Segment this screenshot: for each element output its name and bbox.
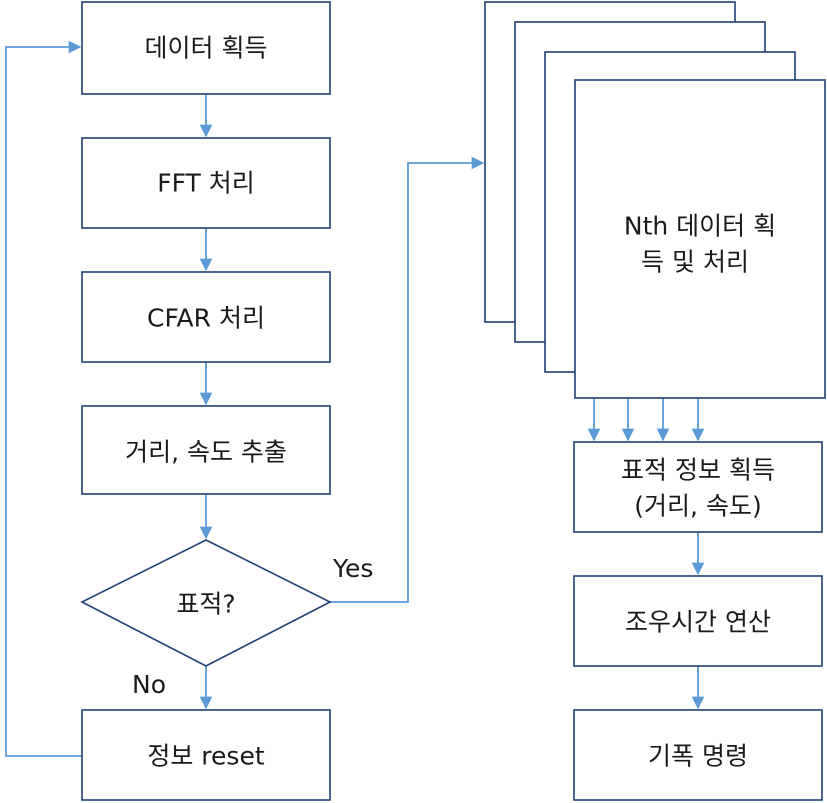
nth-processing-stack: Nth 데이터 획 득 및 처리 (484, 1, 826, 399)
node-acquire-label: 데이터 획득 (145, 34, 268, 63)
node-fft-label: FFT 처리 (157, 169, 255, 198)
node-nth-box (574, 79, 826, 399)
node-reset-box (81, 709, 331, 801)
arrow-reset-loop-back (5, 40, 82, 757)
node-nth-label-line2: 득 및 처리 (641, 248, 749, 277)
node-extract-box (81, 405, 331, 495)
node-fire-label: 기폭 명령 (648, 742, 748, 771)
node-extract-label: 거리, 속도 추출 (125, 438, 287, 467)
node-nth-label-line1: Nth 데이터 획 (624, 212, 776, 241)
connectors (5, 40, 705, 757)
node-target-box (573, 441, 823, 533)
node-target-label-line2: (거리, 속도) (634, 492, 761, 521)
node-cfar-box (81, 271, 331, 363)
node-target-label-line1: 표적 정보 획득 (621, 456, 775, 485)
node-tof-box (573, 575, 823, 667)
node-decision-label: 표적? (176, 590, 235, 619)
node-fft-box (81, 137, 331, 229)
edge-label-no: No (132, 670, 166, 699)
arrow-decision-yes (330, 156, 485, 603)
node-fire-box (573, 709, 823, 801)
node-cfar-label: CFAR 처리 (147, 304, 265, 333)
node-acquire-box (81, 1, 331, 95)
edge-label-yes: Yes (332, 554, 373, 583)
node-tof-label: 조우시간 연산 (625, 608, 771, 637)
node-decision-diamond (80, 539, 332, 667)
node-reset-label: 정보 reset (147, 742, 264, 771)
